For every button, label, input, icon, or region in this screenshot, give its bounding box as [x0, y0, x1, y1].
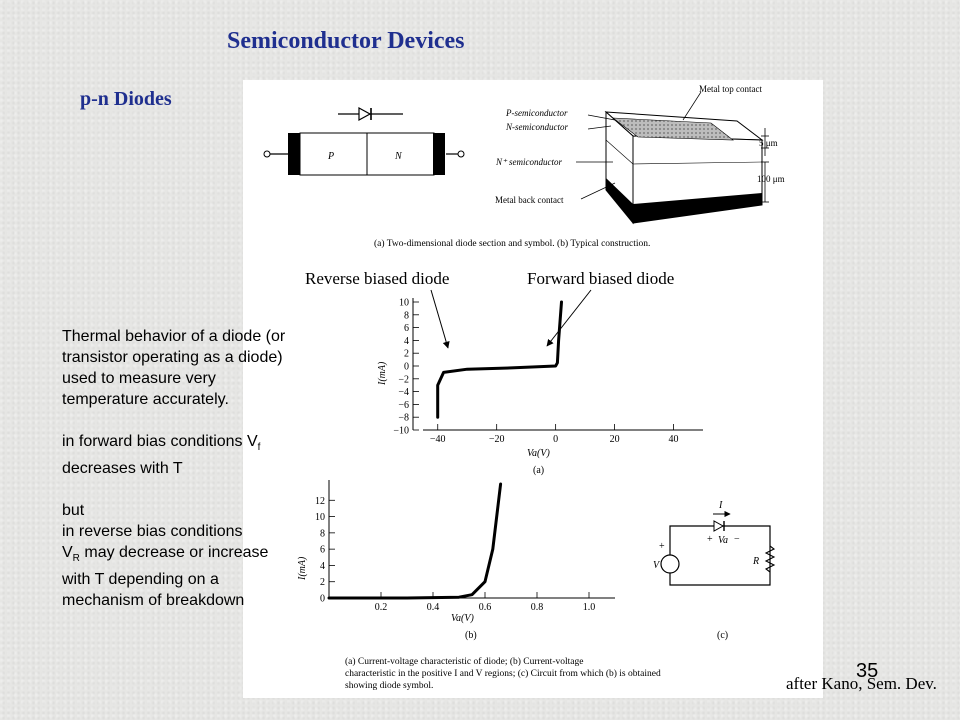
diode-construction: 5 μm 100 μm Metal top contact P-semicond… [374, 84, 785, 249]
bottom-caption-line3: showing diode symbol. [345, 681, 433, 691]
plot-b-y-tick-label: 10 [315, 512, 325, 523]
plot-a-series-line [436, 300, 563, 419]
plot-a-y-tick-label: 2 [404, 349, 409, 360]
plot-b-series-line [327, 482, 503, 600]
side-para-3-rest: may decrease or increase with T dependin… [62, 544, 269, 610]
plot-a-caption: (a) [533, 465, 544, 476]
dim-100um: 100 μm [757, 174, 785, 184]
side-explanation: Thermal behavior of a diode (or transist… [62, 326, 294, 611]
plot-b-y-tick-label: 2 [320, 577, 325, 588]
n-semi-label: N-semiconductor [505, 122, 568, 132]
plot-a-y-tick-label: −4 [398, 387, 409, 398]
metal-top-label: Metal top contact [699, 84, 762, 94]
circuit-r-label: R [752, 556, 759, 567]
page-number: 35 [856, 660, 879, 682]
p-region-label: P [327, 151, 334, 162]
nplus-semi-label: N⁺ semiconductor [495, 157, 562, 167]
n-region-label: N [394, 151, 403, 162]
resistor-icon [764, 545, 776, 573]
circuit-va-plus: + [707, 534, 713, 545]
voltage-source-icon [660, 554, 680, 574]
plot-a-y-tick-label: 8 [404, 310, 409, 321]
side-para-2-tail: decreases with T [62, 460, 183, 478]
plot-a-x-tick-label: −20 [489, 434, 505, 445]
forward-bias-label: Forward biased diode [527, 269, 674, 288]
side-para-2-sub: f [257, 442, 261, 454]
side-para-1: Thermal behavior of a diode (or transist… [62, 328, 286, 408]
plot-a-y-tick-label: −8 [398, 413, 409, 424]
side-para-3-line2: in reverse bias conditions [62, 523, 243, 541]
circuit-v-label: V [653, 560, 661, 571]
reverse-bias-label: Reverse biased diode [305, 269, 449, 288]
plot-a-x-tick-label: 40 [669, 434, 679, 445]
side-para-2: in forward bias conditions Vf decreases … [62, 431, 294, 479]
plot-b-y-tick-label: 6 [320, 545, 325, 556]
plot-a-xlabel: Va(V) [527, 448, 550, 459]
reverse-bias-arrow [430, 289, 450, 349]
circuit-va-minus: − [734, 534, 740, 545]
structure-caption: (a) Two-dimensional diode section and sy… [374, 238, 650, 249]
bottom-caption-line1: (a) Current-voltage characteristic of di… [345, 656, 583, 667]
side-para-3-line1: but [62, 502, 85, 520]
plot-b-x-tick-label: 0.4 [427, 602, 440, 613]
metal-back-label: Metal back contact [495, 195, 564, 205]
plot-b-caption: (b) [465, 630, 477, 641]
diode-section: P N [263, 106, 465, 176]
plot-b-y-tick-label: 0 [320, 594, 325, 605]
circuit-current-label: I [718, 500, 723, 511]
diode-figure: P N 5 μm 100 μm Meta [243, 80, 823, 698]
plot-a-y-tick-label: −2 [398, 374, 409, 385]
plot-a-y-tick-label: −10 [393, 426, 409, 437]
plot-a-y-tick-label: 10 [399, 298, 409, 309]
plot-b-x-tick-label: 0.8 [531, 602, 544, 613]
forward-bias-arrow [546, 289, 592, 347]
plot-b-y-tick-label: 4 [320, 561, 325, 572]
plot-a-y-tick-label: 6 [404, 323, 409, 334]
side-para-2-text: in forward bias conditions V [62, 433, 258, 450]
plot-a-x-tick-label: −40 [430, 434, 446, 445]
plot-a-x-tick-label: 0 [553, 434, 558, 445]
plot-b-xlabel: Va(V) [451, 613, 474, 624]
source-credit: after Kano, Sem. Dev. [786, 674, 937, 693]
side-para-3: but in reverse bias conditions VR may de… [62, 500, 294, 611]
slide-subtitle: p-n Diodes [80, 88, 172, 110]
plot-b-x-tick-label: 0.2 [375, 602, 388, 613]
slide-title: Semiconductor Devices [227, 28, 465, 54]
plot-a-x-tick-label: 20 [610, 434, 620, 445]
circuit-v-plus: + [659, 541, 665, 552]
plot-b-x-tick-label: 1.0 [583, 602, 596, 613]
plot-a-y-tick-label: −6 [398, 400, 409, 411]
circuit-caption: (c) [717, 630, 728, 641]
plot-b: 12 10 8 6 4 2 0 0.2 0.4 0.6 0.8 1.0 I(mA) Va(V) (b) [297, 480, 615, 641]
p-semi-label: P-semiconductor [505, 108, 568, 118]
circuit-c: I Va + − + V R (c) [653, 500, 776, 641]
plot-a-y-tick-label: 0 [404, 362, 409, 373]
plot-a-ylabel: I(mA) [377, 361, 388, 386]
dim-5um: 5 μm [759, 138, 778, 148]
circuit-va-label: Va [718, 535, 728, 546]
plot-b-y-tick-label: 12 [315, 496, 325, 507]
bottom-caption-line2: characteristic in the positive I and V r… [345, 668, 661, 679]
plot-b-y-tick-label: 8 [320, 528, 325, 539]
plot-b-x-tick-label: 0.6 [479, 602, 492, 613]
side-para-3-sub: R [72, 553, 80, 565]
side-para-3-vr: V [62, 544, 73, 562]
plot-b-ylabel: I(mA) [297, 556, 308, 581]
plot-a-y-tick-label: 4 [404, 336, 409, 347]
